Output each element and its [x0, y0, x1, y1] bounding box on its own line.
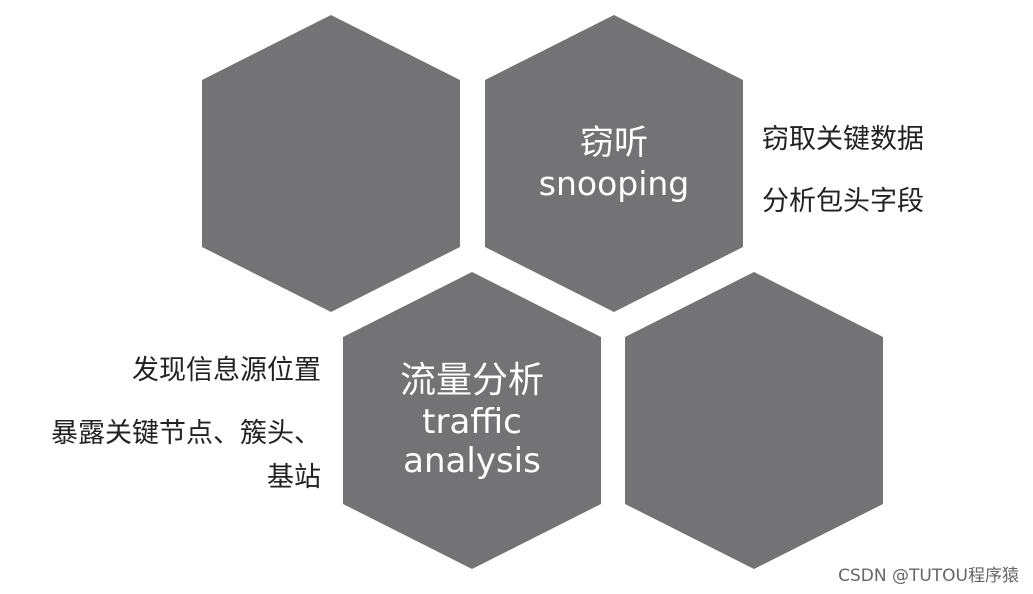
snooping-title-zh: 窃听 [580, 123, 648, 163]
hexagon-top-left [202, 15, 460, 312]
traffic-note-find-source: 发现信息源位置 [132, 355, 321, 386]
hexagon-snooping [485, 15, 743, 312]
hexagon-traffic-analysis [343, 272, 601, 569]
hexagon-bottom-right [625, 272, 883, 569]
traffic-note-expose-nodes: 暴露关键节点、簇头、 [51, 418, 321, 449]
watermark-text: CSDN @TUTOU程序猿 [838, 566, 1019, 586]
traffic-analysis-title-en-line2: analysis [403, 441, 541, 482]
traffic-analysis-title-en-line1: traffic [422, 402, 522, 443]
snooping-title-en: snooping [538, 164, 690, 204]
snooping-hexagon-label: 窃听 snooping [514, 123, 714, 204]
snooping-note-analyze-header: 分析包头字段 [762, 186, 924, 217]
traffic-analysis-title-zh: 流量分析 [399, 360, 544, 401]
traffic-analysis-hexagon-label: 流量分析 traffic analysis [357, 360, 587, 482]
traffic-note-base-station: 基站 [267, 462, 321, 493]
snooping-note-steal-data: 窃取关键数据 [762, 124, 924, 155]
